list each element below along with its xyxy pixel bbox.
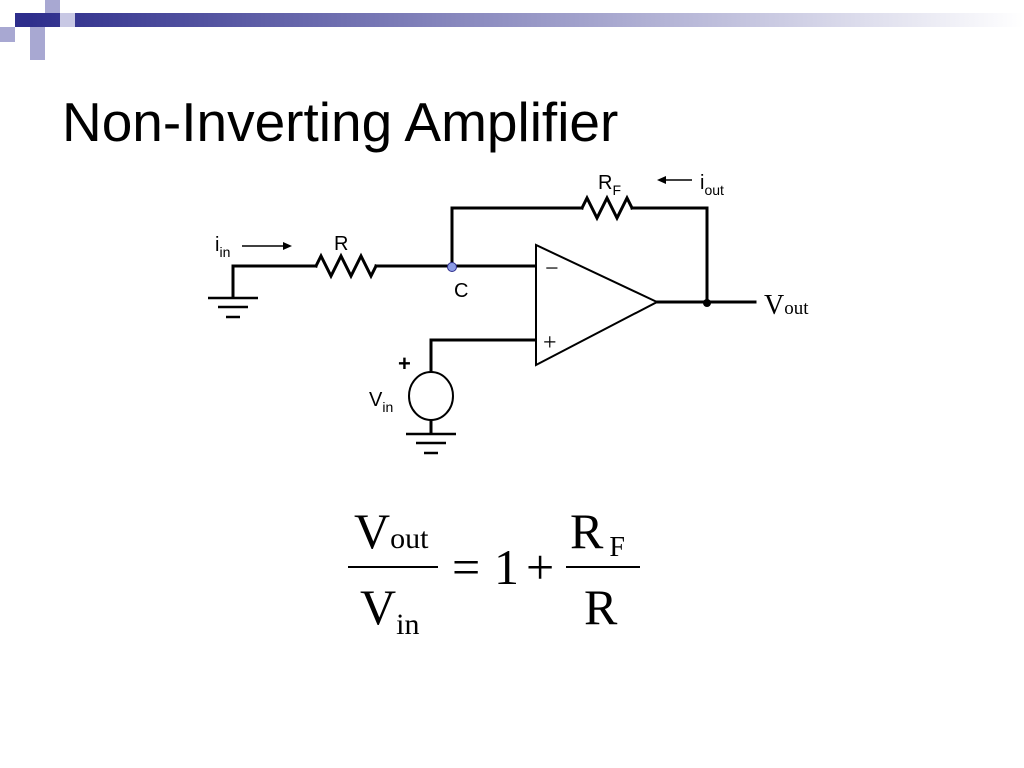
node-c-dot [447,262,457,272]
decor-square-2 [45,0,60,13]
output-junction-dot [703,299,711,307]
formula-equals-sign: = [452,539,480,595]
title-gradient-bar [30,13,1024,27]
output-vout-subscript: out [784,298,809,319]
resistor-rf-subscript: F [612,182,621,198]
formula-plus-sign: + [526,539,554,595]
formula-r-denominator: R [584,579,618,635]
resistor-rf [579,194,635,222]
source-polarity-plus: + [398,351,411,376]
node-c-label: C [454,280,468,302]
formula-vin-subscript: in [396,608,419,641]
feedback-wire-left [450,206,584,268]
resistor-r [313,252,379,280]
formula-vout-subscript: out [390,522,429,555]
formula-vout-numerator: Vout [354,503,429,559]
source-vin-label: Vin [369,389,393,415]
ground-symbol-source [406,432,456,455]
decor-square-3 [0,27,15,42]
resistor-rf-label: RF [598,172,621,198]
current-out-label: iout [700,172,724,198]
title-decoration [0,0,1024,60]
feedback-wire-right [630,206,709,304]
input-wire [231,264,318,299]
opamp-triangle [535,243,660,367]
current-in-label: iin [215,234,230,260]
decor-square-1 [15,13,30,27]
opamp-minus-sign: − [545,256,559,282]
current-in-arrow [242,242,292,250]
decor-square-6 [60,13,75,27]
current-out-arrow [657,176,692,184]
formula-vin-denominator: Vin [360,579,419,641]
resistor-r-label: R [334,233,348,255]
ground-symbol-left [208,296,258,319]
formula-one: 1 [494,539,519,595]
current-out-subscript: out [704,182,724,198]
source-vin-subscript: in [382,399,393,415]
decor-square-5 [30,42,45,60]
opamp-plus-sign: + [543,330,557,356]
voltage-source-circle [408,371,454,421]
slide-title: Non-Inverting Amplifier [62,91,619,153]
output-vout-label: Vout [764,290,809,321]
formula-rf-subscript: F [609,532,625,563]
decor-square-4 [30,27,45,42]
noninverting-wire [429,338,538,374]
current-in-subscript: in [219,244,230,260]
